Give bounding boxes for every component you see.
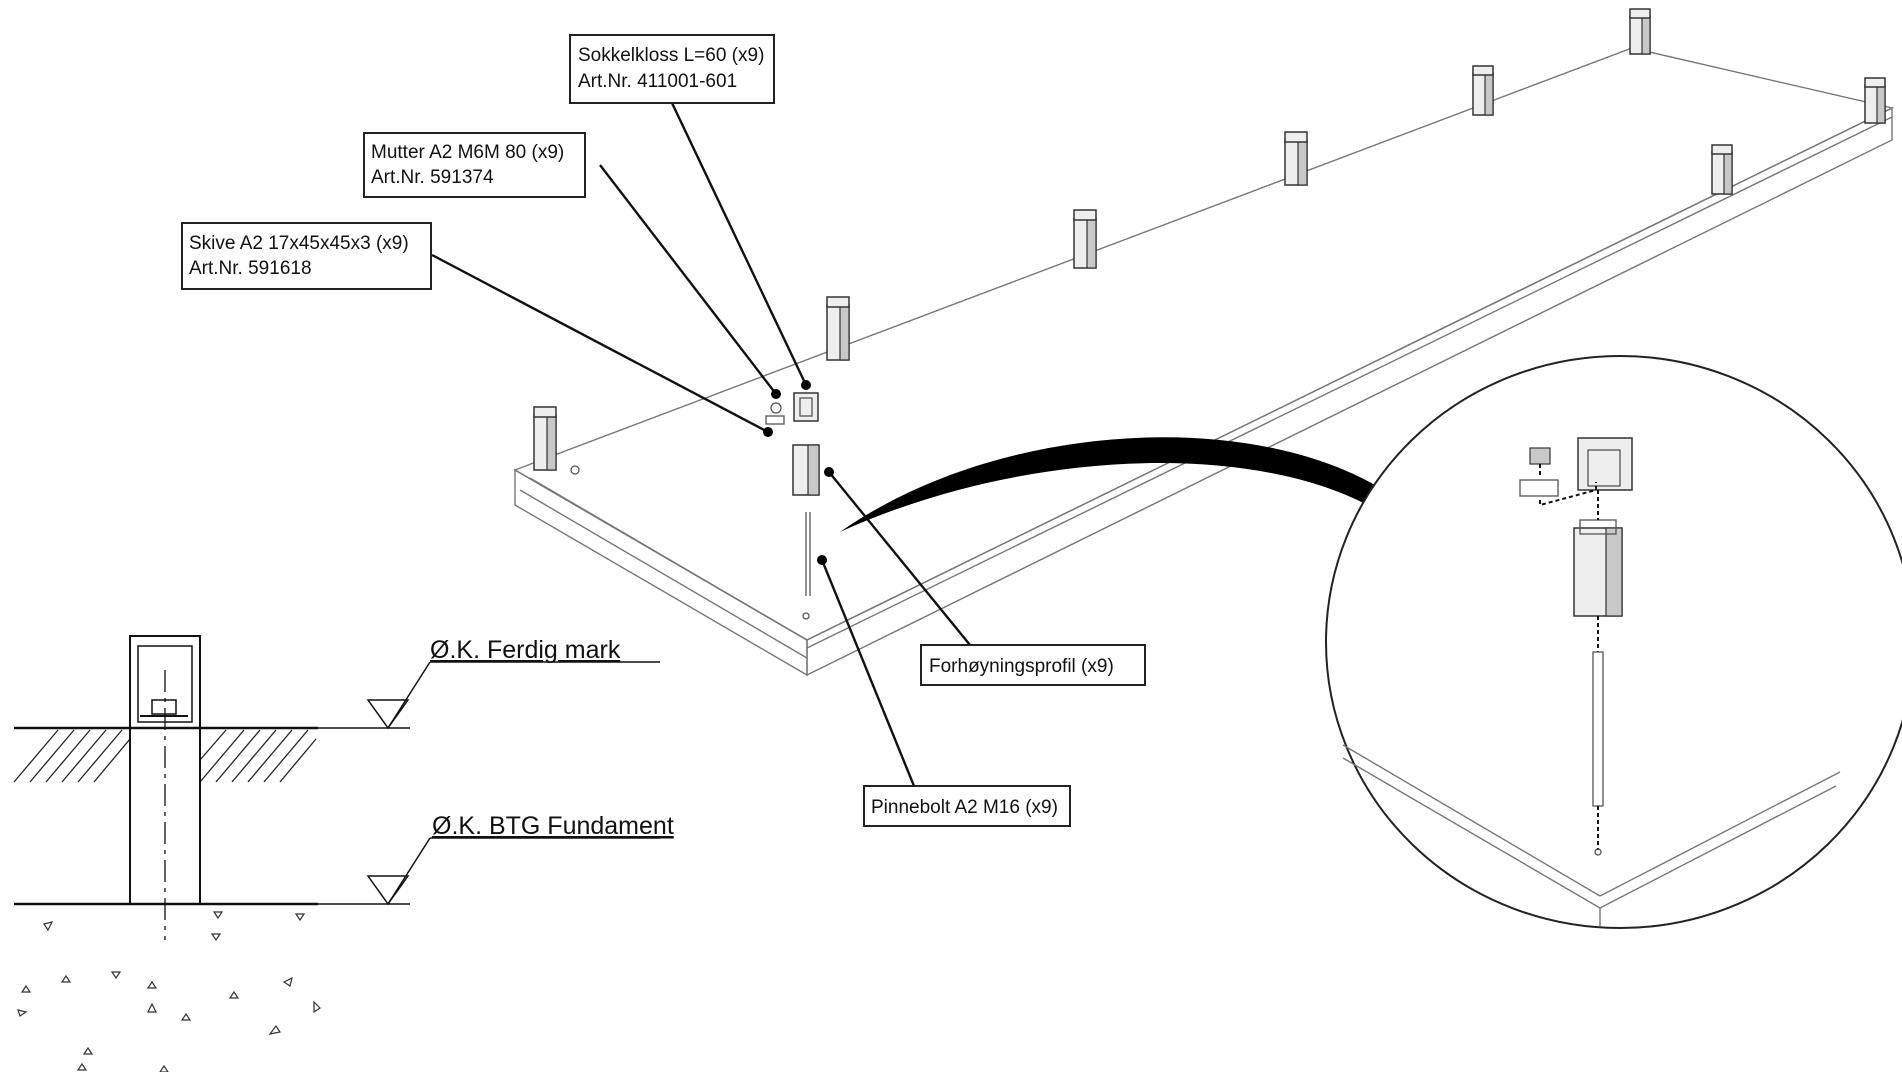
mutter-part [770,402,782,414]
exploded-parts [765,392,820,596]
post [1711,144,1733,195]
callout-skive: Skive A2 17x45x45x3 (x9) Art.Nr. 591618 [181,222,773,437]
concrete-texture [17,911,321,1072]
callout-sokkelkloss: Sokkelkloss L=60 (x9) Art.Nr. 411001-601 [569,34,811,390]
sokkelkloss-detail [1577,437,1633,491]
skive-title: Skive A2 17x45x45x3 (x9) [189,233,409,254]
post [1073,209,1097,269]
post [1284,131,1308,186]
callout-pinnebolt: Pinnebolt A2 M16 (x9) [817,555,1071,827]
foundation-slab [513,47,1895,677]
post [533,406,557,471]
pinnebolt-title: Pinnebolt A2 M16 (x9) [871,797,1058,818]
sokkelkloss-artnr: Art.Nr. 411001-601 [578,71,737,92]
callout-forhoyningsprofil: Forhøyningsprofil (x9) [824,467,1146,686]
post-row [533,8,1886,471]
skive-artnr: Art.Nr. 591618 [189,258,312,279]
callout-mutter: Mutter A2 M6M 80 (x9) Art.Nr. 591374 [363,132,781,399]
post [826,296,850,361]
skive-detail [1519,479,1559,497]
post [1864,77,1886,124]
mutter-title: Mutter A2 M6M 80 (x9) [371,142,564,163]
sokkelkloss-title: Sokkelkloss L=60 (x9) [578,45,764,66]
skive-part [765,415,785,425]
sokkelkloss-part [793,392,819,422]
mutter-detail [1529,447,1551,465]
section-view: Ø.K. Ferdig mark Ø.K. BTG Fundament [13,635,674,1072]
detail-connector [840,437,1380,532]
post [1472,65,1494,116]
detail-circle [1325,355,1902,929]
post [1629,8,1651,55]
level-btg-fundament: Ø.K. BTG Fundament [432,812,674,840]
level-ferdig-mark: Ø.K. Ferdig mark [430,636,621,664]
mutter-artnr: Art.Nr. 591374 [371,167,494,188]
forhoyningsprofil-title: Forhøyningsprofil (x9) [929,656,1114,677]
